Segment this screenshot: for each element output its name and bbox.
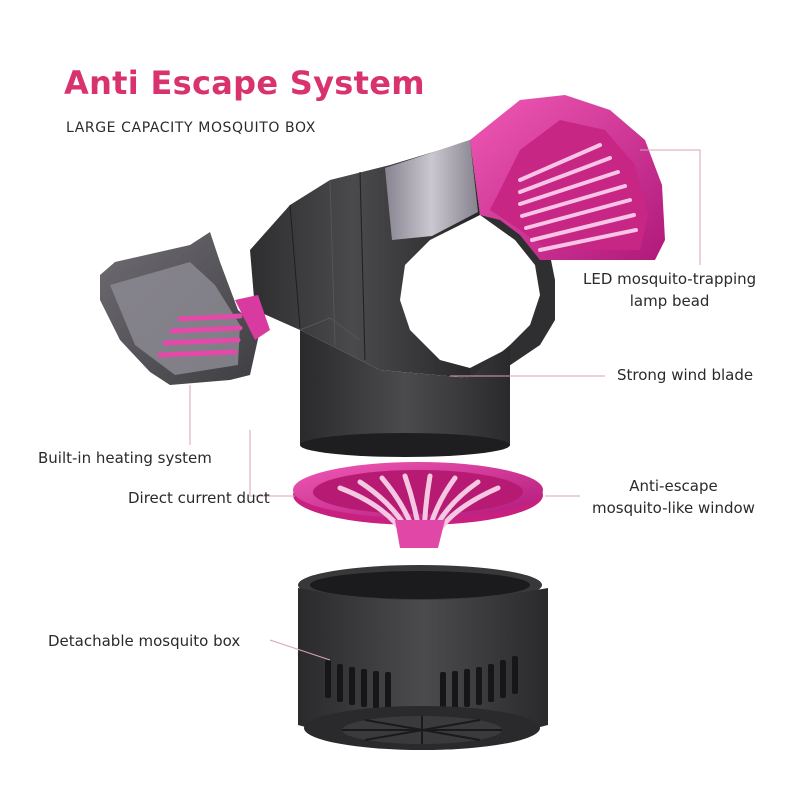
fan-housing-cylinder <box>299 317 510 457</box>
callout-detachable-mosquito-box: Detachable mosquito box <box>48 632 241 650</box>
callout-led-line-2: lamp bead <box>629 292 710 310</box>
detachable-mosquito-box <box>298 565 548 750</box>
callout-built-in-heating-system: Built-in heating system <box>38 449 212 467</box>
callout-leader-lines <box>189 149 701 661</box>
anti-escape-window-disk <box>293 462 543 548</box>
left-housing-shell <box>100 232 270 385</box>
page-title: Anti Escape System <box>64 64 425 102</box>
callout-anti-escape-window: Anti-escape mosquito-like window <box>592 475 755 519</box>
callout-direct-current-duct: Direct current duct <box>128 489 270 507</box>
callout-led-lamp-bead: LED mosquito-trapping lamp bead <box>583 268 756 312</box>
callout-window-line-1: Anti-escape <box>629 477 718 495</box>
page-subtitle: LARGE CAPACITY MOSQUITO BOX <box>66 120 316 136</box>
callout-strong-wind-blade: Strong wind blade <box>617 366 754 384</box>
callout-led-line-1: LED mosquito-trapping <box>583 270 757 288</box>
callout-window-line-2: mosquito-like window <box>592 499 755 517</box>
led-lamp-hood <box>470 95 665 260</box>
